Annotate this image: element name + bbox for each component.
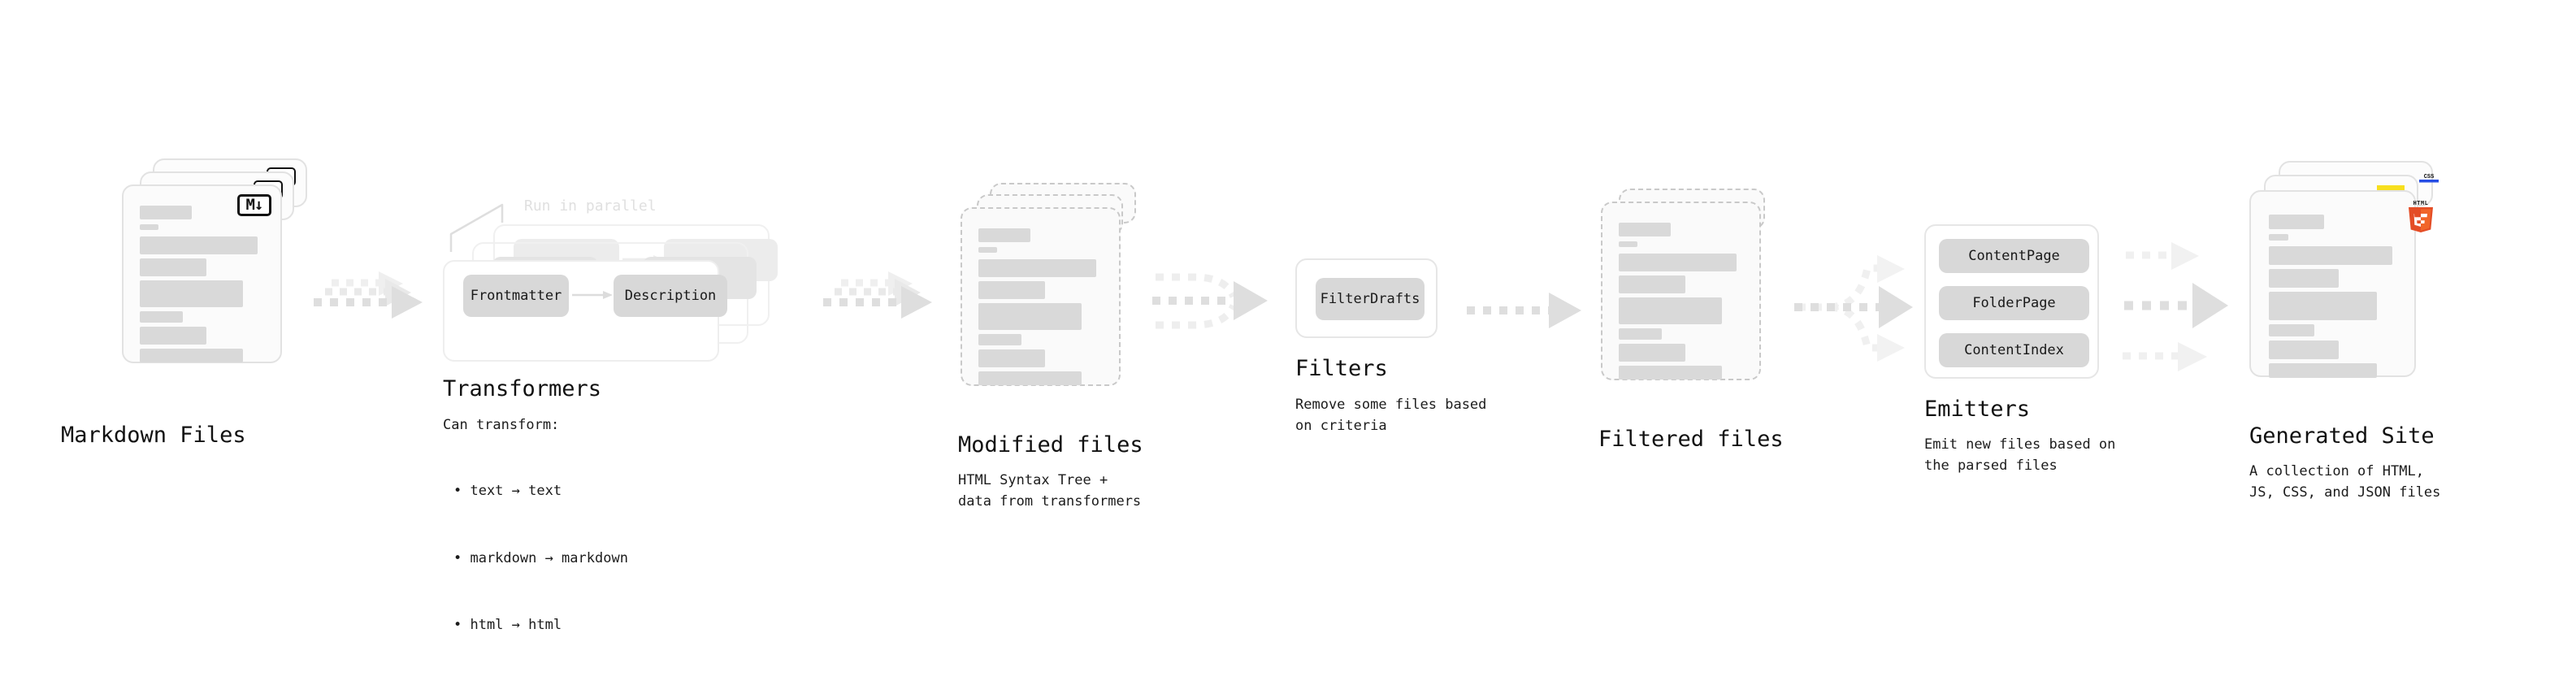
skeleton-line [1619,241,1637,247]
filters-container: FilterDrafts [1295,258,1438,338]
skeleton-line [1619,344,1685,362]
run-in-parallel-note: Run in parallel [524,197,657,215]
modified-card-front [961,207,1121,386]
svg-text:HTML: HTML [2413,201,2429,207]
stage-markdown-files: M↓ M↓ M↓ Markdown Files [61,158,309,448]
skeleton-line [1619,223,1671,236]
transformer-unit-description[interactable]: Description [614,275,727,317]
stage-title-filtered-files: Filtered files [1598,427,1784,452]
skeleton-line [1619,297,1722,324]
skeleton-line [1619,328,1662,340]
bullet-item: • html → html [453,617,562,634]
skeleton-line [2269,292,2377,320]
stage-subtitle-modified-files: HTML Syntax Tree + data from transformer… [958,472,1142,510]
css-icon: CSS [2419,174,2439,183]
skeleton-line [140,236,258,254]
skeleton-line [2269,340,2339,359]
skeleton-line [978,281,1045,299]
skeleton-line [2269,363,2377,378]
filter-unit-filterdrafts[interactable]: FilterDrafts [1316,278,1425,320]
skeleton-line [978,247,997,253]
skeleton-line [140,327,206,345]
stage-modified-files: Modified files HTML Syntax Tree + data f… [958,183,1147,510]
skeleton-line [140,258,206,276]
parallel-bracket-icon [449,203,504,252]
emitter-unit-contentpage[interactable]: ContentPage [1939,239,2089,273]
skeleton-line [140,311,183,323]
skeleton-line [1619,275,1685,293]
stage-subtitle-generated-site: A collection of HTML, JS, CSS, and JSON … [2249,463,2441,501]
stage-title-modified-files: Modified files [958,432,1143,458]
stage-subtitle-emitters: Emit new files based on the parsed files [1924,436,2116,475]
triple-arrow-icon [2123,242,2228,371]
transformers-bullet-list: • text → text • markdown → markdown • ht… [453,436,628,681]
stage-title-markdown-files: Markdown Files [61,423,246,448]
modified-card-stack [961,183,1147,443]
filtered-card-stack [1601,189,1788,449]
site-card-stack: CSS HTML [2249,161,2444,429]
stage-subtitle-filters: Remove some files based on criteria [1295,397,1487,435]
skeleton-line [978,371,1082,385]
stage-title-emitters: Emitters [1924,397,2031,422]
markdown-badge: M↓ [237,194,271,216]
stage-filtered-files: Filtered files [1598,189,1788,452]
skeleton-line [1619,254,1737,271]
skeleton-line [978,228,1030,242]
stage-title-generated-site: Generated Site [2249,423,2435,449]
stacked-arrow-icon [823,271,932,319]
html5-icon: HTML [2409,201,2433,232]
bullet-item: • markdown → markdown [453,549,628,566]
stage-subtitle-transformers: Can transform: [443,417,560,433]
stage-title-filters: Filters [1295,356,1388,381]
transformer-unit-frontmatter[interactable]: Frontmatter [463,275,569,317]
skeleton-line [140,206,192,219]
skeleton-line [140,280,243,307]
svg-text:CSS: CSS [2424,174,2435,180]
emitter-unit-folderpage[interactable]: FolderPage [1939,286,2089,320]
skeleton-line [2269,246,2392,265]
skeleton-line [978,349,1045,367]
split-arrow-icon [1794,255,1913,362]
markdown-card-front: M↓ [122,184,282,363]
filtered-card-front [1601,202,1761,380]
emitter-unit-contentindex[interactable]: ContentIndex [1939,333,2089,367]
markdown-card-stack: M↓ M↓ M↓ [122,158,309,419]
site-card-front: HTML [2249,190,2433,378]
skeleton-line [140,349,243,362]
transformer-container-front: Frontmatter Description [443,260,727,362]
skeleton-line [140,224,158,230]
skeleton-line [2269,324,2314,336]
dashed-arrow-icon [1467,293,1581,328]
skeleton-line [1619,366,1722,380]
stage-filters: FilterDrafts Filters Remove some files b… [1295,258,1486,434]
skeleton-line [2269,215,2324,229]
flow-arrow-icon [572,291,613,299]
stacked-arrow-icon [314,271,423,319]
stage-title-transformers: Transformers [443,376,602,401]
emitters-container: ContentPage FolderPage ContentIndex [1924,224,2099,379]
stage-generated-site: CSS HTML [2249,161,2444,501]
stage-emitters: ContentPage FolderPage ContentIndex Emit… [1924,224,2115,474]
skeleton-line [978,334,1021,345]
merge-arrow-icon [1152,273,1268,329]
skeleton-line [978,259,1096,277]
skeleton-line [2269,269,2339,288]
skeleton-line [978,303,1082,330]
bullet-item: • text → text [453,483,562,500]
skeleton-line [2269,234,2288,241]
